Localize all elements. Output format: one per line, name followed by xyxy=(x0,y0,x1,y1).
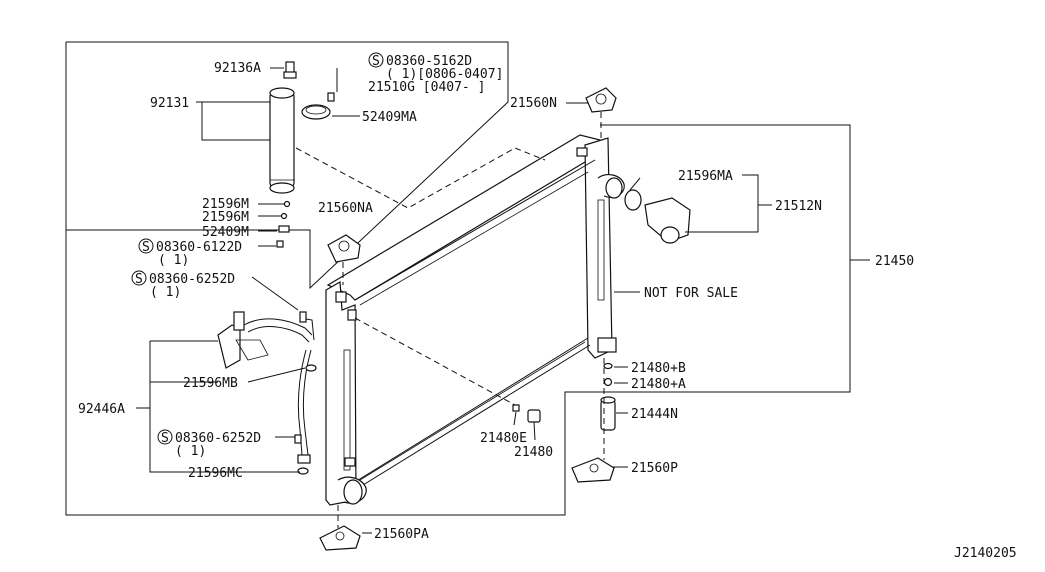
drier-cap xyxy=(283,61,297,79)
label-08360-6122D-qty: ( 1) xyxy=(158,253,189,268)
label-92446A: 92446A xyxy=(78,402,125,417)
label-08360-6252D-b-qty: ( 1) xyxy=(175,444,206,459)
label-21560P: 21560P xyxy=(631,461,678,476)
dashed-guide-4 xyxy=(354,317,516,406)
hose-21512N xyxy=(624,189,691,244)
drier-bracket xyxy=(301,92,335,120)
receiver-drier xyxy=(269,87,295,194)
label-08360-5162D: 08360-5162D xyxy=(386,54,472,69)
label-52409MA: 52409MA xyxy=(362,110,417,125)
svg-text:S: S xyxy=(142,240,150,255)
left-assembly-frame xyxy=(66,41,509,290)
label-21560N: 21560N xyxy=(510,96,557,111)
label-21596MA: 21596MA xyxy=(678,169,733,184)
mount-21560NA xyxy=(327,234,361,263)
diagram-code: J2140205 xyxy=(954,546,1017,561)
label-08360-5162D-qty: ( 1)[0806-0407] xyxy=(386,67,503,82)
screw-symbol-2: S xyxy=(138,238,154,255)
label-92136A: 92136A xyxy=(214,61,261,76)
label-21596MC: 21596MC xyxy=(188,466,243,481)
fittings-21480 xyxy=(512,404,541,423)
hose-assembly xyxy=(217,311,317,475)
label-52409M: 52409M xyxy=(202,225,249,240)
label-21512N: 21512N xyxy=(775,199,822,214)
label-21480: 21480 xyxy=(514,445,553,460)
drier-small-parts xyxy=(276,200,291,248)
mount-21560P xyxy=(571,457,615,483)
mount-21560N xyxy=(585,87,617,113)
label-21480B: 21480+B xyxy=(631,361,686,376)
label-08360-6122D: 08360-6122D xyxy=(156,240,242,255)
label-21596M-1: 21596M xyxy=(202,197,249,212)
label-21560NA: 21560NA xyxy=(318,201,373,216)
label-21510G: 21510G [0407- ] xyxy=(368,80,485,95)
svg-text:S: S xyxy=(161,431,169,446)
label-21450: 21450 xyxy=(875,254,914,269)
radiator xyxy=(325,134,625,506)
svg-text:S: S xyxy=(372,54,380,69)
label-08360-6252D-a-qty: ( 1) xyxy=(150,285,181,300)
lower-assembly-frame xyxy=(65,42,851,516)
label-21444N: 21444N xyxy=(631,407,678,422)
leader-lines xyxy=(136,67,870,534)
label-21596M-2: 21596M xyxy=(202,210,249,225)
drain-parts xyxy=(600,362,616,431)
label-21480A: 21480+A xyxy=(631,377,686,392)
label-92131: 92131 xyxy=(150,96,189,111)
mount-21560PA xyxy=(319,525,361,551)
svg-text:S: S xyxy=(135,272,143,287)
label-21480E: 21480E xyxy=(480,431,527,446)
screw-symbol-1: S xyxy=(368,52,384,69)
not-for-sale-note: NOT FOR SALE xyxy=(644,286,738,301)
label-08360-6252D-a: 08360-6252D xyxy=(149,272,235,287)
dashed-guide-1 xyxy=(295,147,546,209)
label-08360-6252D-b: 08360-6252D xyxy=(175,431,261,446)
screw-symbol-3: S xyxy=(131,270,147,287)
label-21560PA: 21560PA xyxy=(374,527,429,542)
label-21596MB: 21596MB xyxy=(183,376,238,391)
screw-symbol-4: S xyxy=(157,429,173,446)
